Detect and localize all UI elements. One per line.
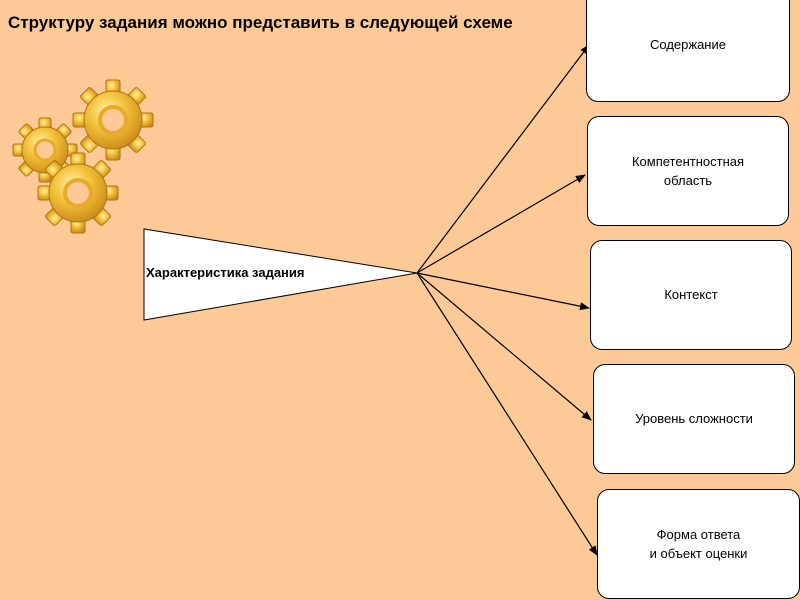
box-context-label: Контекст (664, 287, 718, 303)
arrow-to-content (416, 44, 590, 274)
arrow-to-difficulty-level (416, 272, 592, 421)
slide-title: Структуру задания можно представить в сл… (8, 13, 513, 32)
box-difficulty-level-label: Уровень сложности (635, 411, 753, 427)
box-difficulty-level: Уровень сложности (593, 364, 795, 474)
box-answer-form-label: Форма ответа и объект оценки (649, 526, 748, 562)
box-competence-area-label: Компетентностная область (631, 153, 745, 189)
gears-icon (12, 79, 154, 234)
arrow-to-context (416, 272, 590, 311)
box-answer-form: Форма ответа и объект оценки (597, 489, 800, 599)
box-context: Контекст (590, 240, 792, 350)
box-competence-area: Компетентностная область (587, 116, 789, 226)
box-content-label: Содержание (650, 37, 726, 53)
task-characteristic-label: Характеристика задания (146, 265, 305, 280)
arrow-to-competence-area (416, 174, 586, 274)
arrow-to-answer-form (416, 272, 598, 556)
box-content: Содержание (586, 0, 790, 102)
